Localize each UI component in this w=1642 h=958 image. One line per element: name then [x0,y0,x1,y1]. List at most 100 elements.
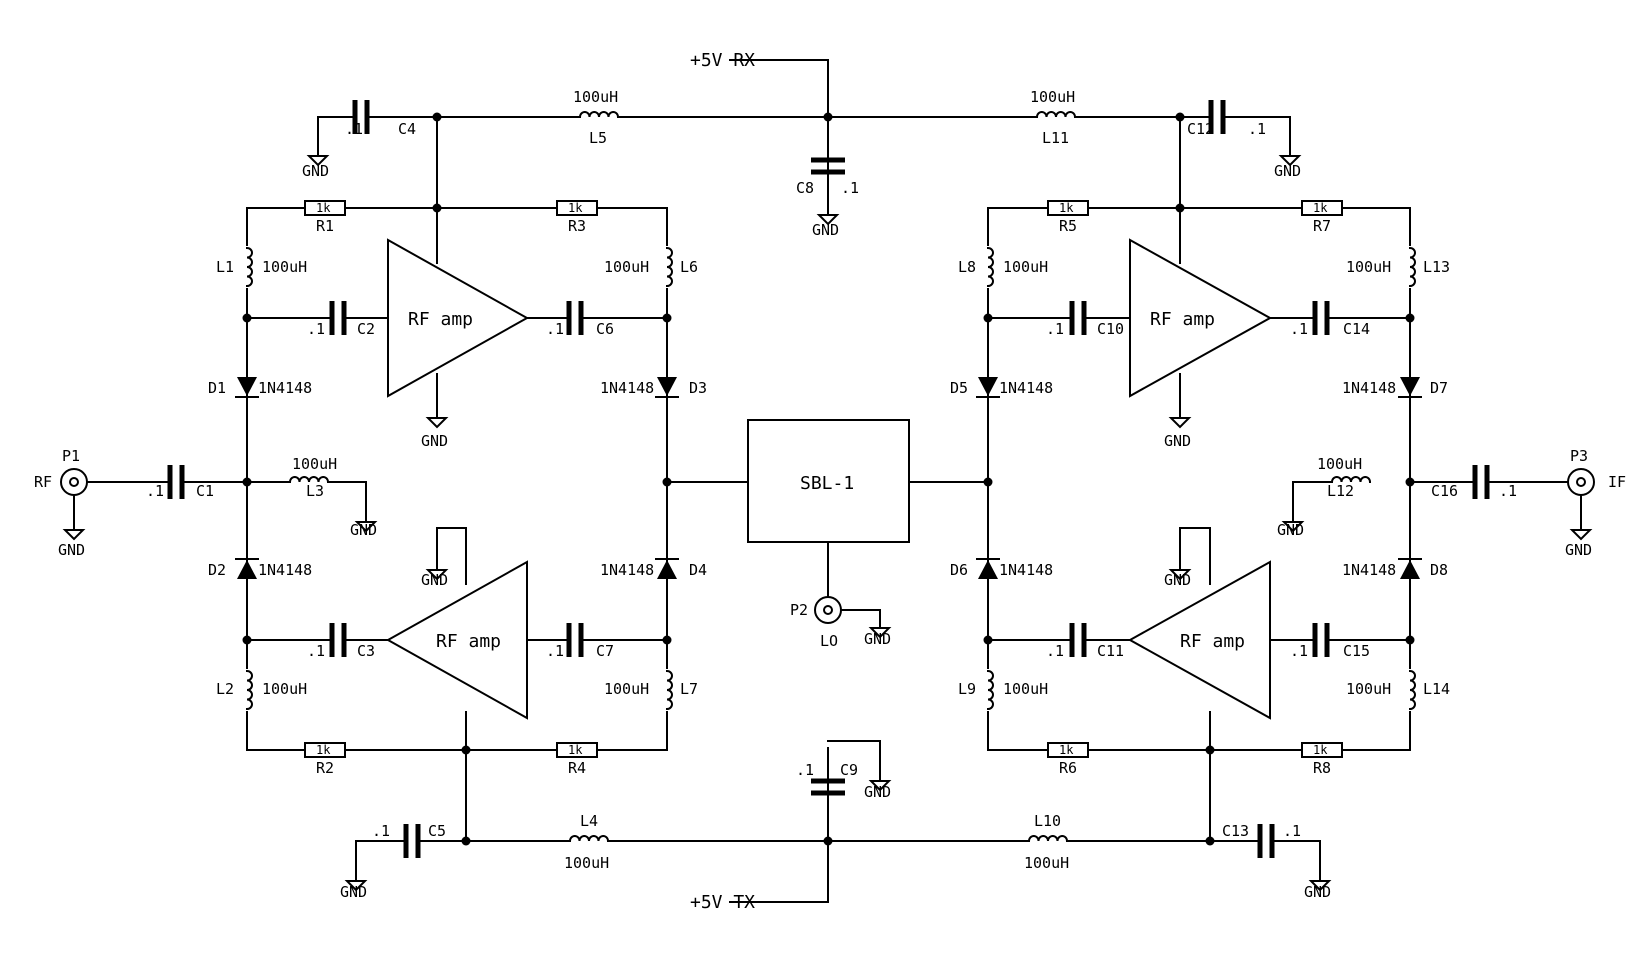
cap-ref: C8 [796,179,814,197]
mixer-sbl1: SBL-1 [747,419,910,543]
rf-amp-3: RF amp [1129,238,1273,398]
res-ref: R3 [568,217,586,235]
res-value: 1k [1059,201,1074,215]
diode-value: 1N4148 [1342,561,1396,579]
cap-ref: C1 [196,482,214,500]
ind-ref: L10 [1034,812,1061,830]
mixer-label: SBL-1 [800,473,854,494]
ind-value: 100uH [262,680,307,698]
cap-value: .1 [1046,642,1064,660]
res-ref: R1 [316,217,334,235]
port-ref: P2 [790,601,808,619]
gnd-label: GND [1164,571,1191,589]
ground-symbols: GND GND GND GND GND GND GND GND GND GND … [58,145,1592,901]
ind-value: 100uH [1317,455,1362,473]
gnd-label: GND [340,883,367,901]
rf-amp-1: RF amp [387,238,530,398]
port-p2: P2 LO [790,596,842,650]
res-ref: R5 [1059,217,1077,235]
cap-ref: C3 [357,642,375,660]
gnd-label: GND [1565,541,1592,559]
res-value: 1k [568,201,583,215]
cap-value: .1 [841,179,859,197]
gnd-label: GND [864,783,891,801]
diode-ref: D8 [1430,561,1448,579]
gnd-label: GND [302,162,329,180]
cap-ref: C2 [357,320,375,338]
gnd-label: GND [812,221,839,239]
diodes: D1 1N4148 D2 1N4148 1N4148 D3 1N4148 D4 … [208,376,1448,580]
port-name: LO [820,632,838,650]
cap-value: .1 [1046,320,1064,338]
cap-ref: C11 [1097,642,1124,660]
res-value: 1k [1313,201,1328,215]
inductors: L1 100uH L2 100uH 100uH L3 L4 100uH 100u… [216,88,1450,872]
res-value: 1k [1313,743,1328,757]
ind-value: 100uH [262,258,307,276]
ind-ref: L5 [589,129,607,147]
gnd-label: GND [1274,162,1301,180]
port-p1: P1 RF [34,447,88,496]
cap-ref: C4 [398,120,416,138]
cap-value: .1 [307,642,325,660]
res-value: 1k [1059,743,1074,757]
gnd-label: GND [1304,883,1331,901]
amp-label: RF amp [1150,309,1215,330]
cap-value: .1 [1283,822,1301,840]
gnd-label: GND [421,571,448,589]
res-ref: R8 [1313,759,1331,777]
diode-value: 1N4148 [258,379,312,397]
ind-value: 100uH [1346,258,1391,276]
cap-ref: C14 [1343,320,1370,338]
port-p3: P3 IF [1567,447,1626,496]
res-ref: R2 [316,759,334,777]
cap-value: .1 [1499,482,1517,500]
ind-value: 100uH [604,680,649,698]
diode-ref: D6 [950,561,968,579]
ind-ref: L1 [216,258,234,276]
diode-value: 1N4148 [999,561,1053,579]
gnd-label: GND [350,521,377,539]
res-value: 1k [316,201,331,215]
port-ref: P1 [62,447,80,465]
port-name: IF [1608,473,1626,491]
rf-amp-2: RF amp [385,560,528,720]
ind-ref: L9 [958,680,976,698]
diode-value: 1N4148 [600,561,654,579]
junction-dots [242,112,1415,846]
cap-ref: C9 [840,761,858,779]
gnd-label: GND [864,630,891,648]
port-name: RF [34,473,52,491]
cap-value: .1 [546,320,564,338]
gnd-label: GND [58,541,85,559]
diode-ref: D5 [950,379,968,397]
amp-label: RF amp [408,309,473,330]
rail-label-tx: +5V TX [690,892,755,913]
gnd-label: GND [1164,432,1191,450]
diode-value: 1N4148 [600,379,654,397]
ind-ref: L3 [306,482,324,500]
ind-ref: L7 [680,680,698,698]
gnd-label: GND [1277,521,1304,539]
capacitors: .1 C1 .1 C2 .1 C3 .1 C4 .1 C5 .1 C6 .1 C… [146,100,1517,858]
res-ref: R4 [568,759,586,777]
ind-value: 100uH [1030,88,1075,106]
res-ref: R7 [1313,217,1331,235]
cap-value: .1 [546,642,564,660]
diode-value: 1N4148 [258,561,312,579]
res-ref: R6 [1059,759,1077,777]
diode-ref: D4 [689,561,707,579]
rail-label-rx: +5V RX [690,50,755,71]
cap-value: .1 [796,761,814,779]
ind-ref: L14 [1423,680,1450,698]
port-ref: P3 [1570,447,1588,465]
cap-value: .1 [345,120,363,138]
cap-value: .1 [307,320,325,338]
cap-value: .1 [1248,120,1266,138]
ind-ref: L6 [680,258,698,276]
diode-value: 1N4148 [999,379,1053,397]
cap-value: .1 [146,482,164,500]
ind-ref: L2 [216,680,234,698]
ind-ref: L4 [580,812,598,830]
ind-value: 100uH [1346,680,1391,698]
